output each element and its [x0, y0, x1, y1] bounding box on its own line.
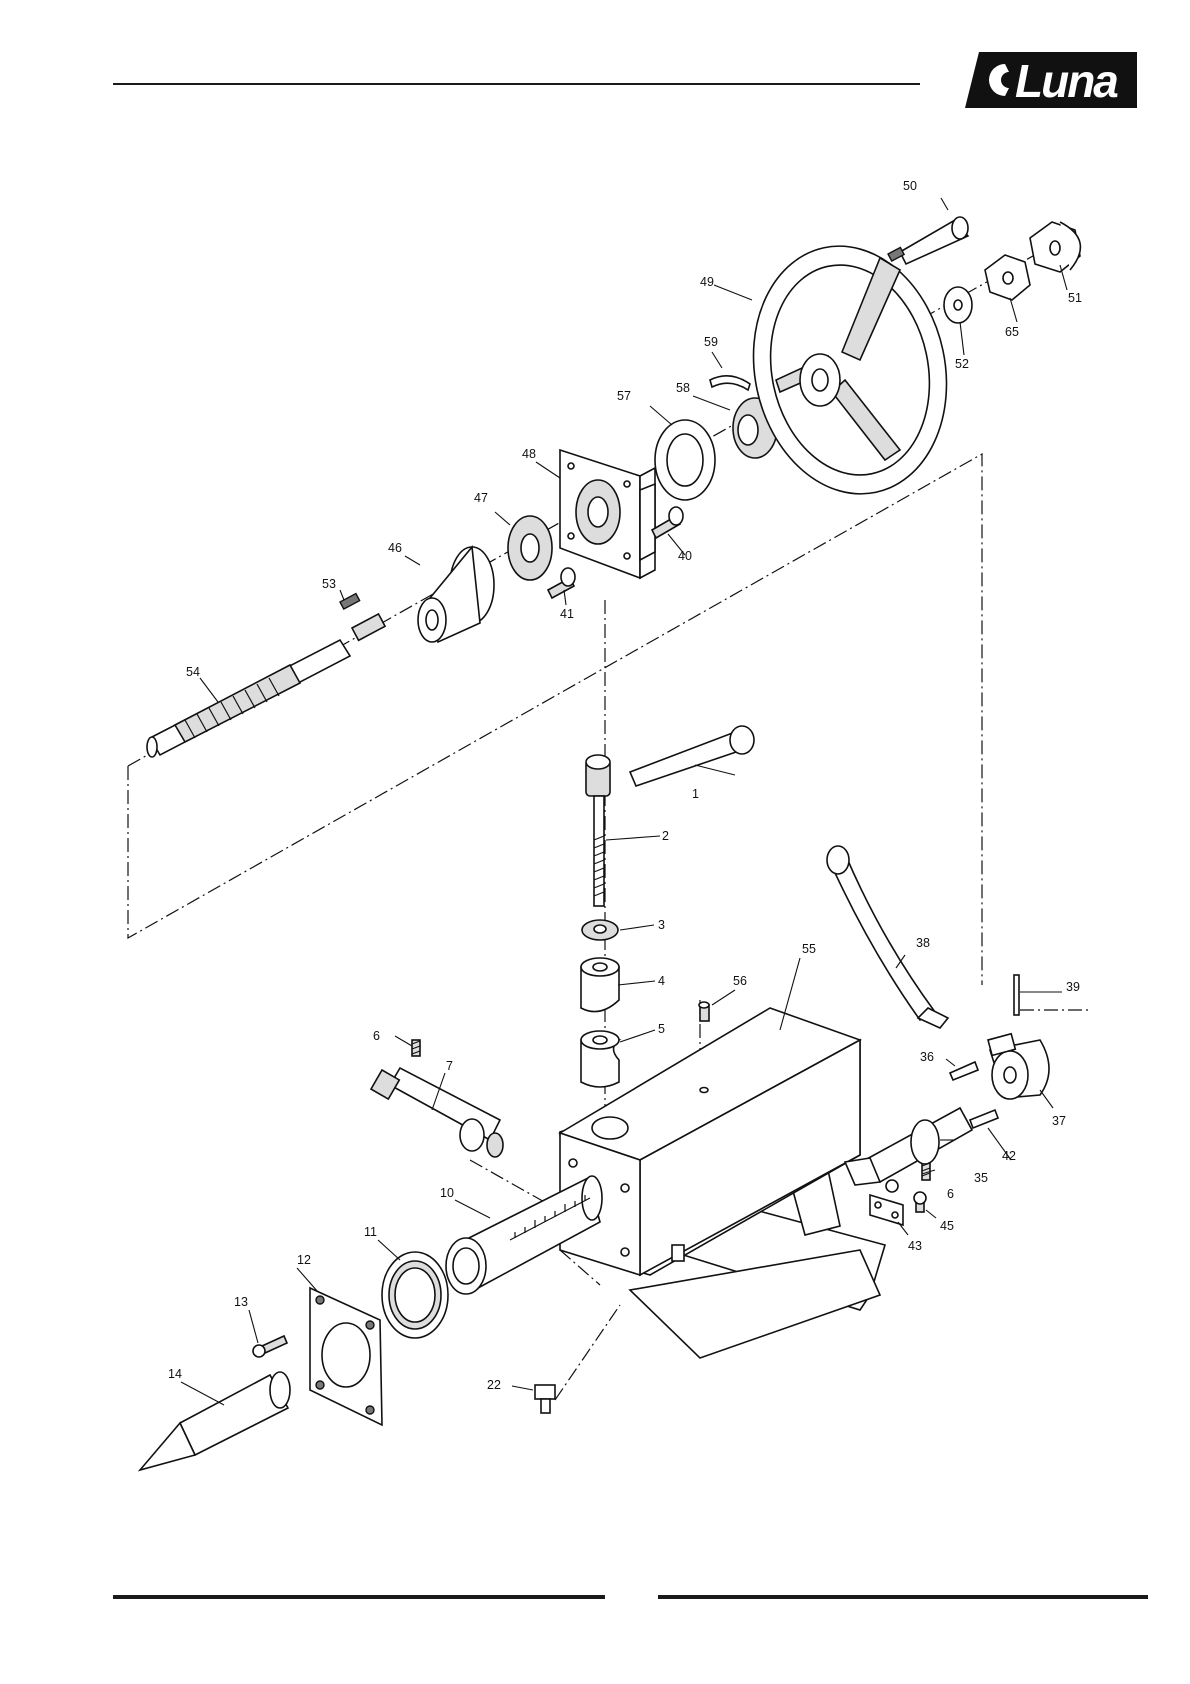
label-part-3: 3 — [658, 918, 665, 932]
label-part-49: 49 — [700, 275, 714, 289]
part-54-leadscrew — [147, 614, 385, 757]
label-part-4: 4 — [658, 974, 665, 988]
part-13-screw — [253, 1336, 287, 1357]
label-part-59: 59 — [704, 335, 718, 349]
label-part-45: 45 — [940, 1219, 954, 1233]
part-49-handwheel — [731, 228, 969, 512]
label-part-5: 5 — [658, 1022, 665, 1036]
part-43-screw-head — [886, 1180, 898, 1192]
label-part-58: 58 — [676, 381, 690, 395]
label-part-42: 42 — [1002, 1149, 1016, 1163]
part-52-washer — [944, 287, 972, 323]
label-part-1: 1 — [692, 787, 699, 801]
label-part-2: 2 — [662, 829, 669, 843]
part-37-eccentric — [988, 1034, 1049, 1099]
label-part-51: 51 — [1068, 291, 1082, 305]
part-14-live-center — [140, 1372, 290, 1470]
part-50-handle — [888, 217, 968, 264]
part-41-screw — [548, 568, 575, 598]
part-1-clamp-lever — [586, 726, 754, 796]
label-part-46: 46 — [388, 541, 402, 555]
label-part-65: 65 — [1005, 325, 1019, 339]
label-part-38: 38 — [916, 936, 930, 950]
label-part-6-left: 6 — [373, 1029, 380, 1043]
part-5-clamp-block — [581, 1031, 619, 1087]
part-22-key — [535, 1385, 555, 1413]
part-46-bushing — [418, 547, 494, 642]
label-part-53: 53 — [322, 577, 336, 591]
part-35-eccentric-shaft — [845, 1108, 972, 1185]
part-7-locking-shaft — [371, 1068, 503, 1157]
label-part-57: 57 — [617, 389, 631, 403]
part-43-plate — [870, 1195, 903, 1225]
part-2-bolt — [594, 796, 604, 906]
part-3-washer — [582, 920, 618, 940]
part-65-nut — [985, 255, 1030, 300]
part-45-screw — [914, 1192, 926, 1212]
label-part-47: 47 — [474, 491, 488, 505]
part-47-bearing — [508, 516, 552, 580]
part-6-screw-left — [412, 1040, 420, 1056]
label-part-35: 35 — [974, 1171, 988, 1185]
label-part-43: 43 — [908, 1239, 922, 1253]
label-part-36: 36 — [920, 1050, 934, 1064]
part-42-pin — [970, 1110, 998, 1128]
label-part-48: 48 — [522, 447, 536, 461]
label-part-54: 54 — [186, 665, 200, 679]
label-part-22: 22 — [487, 1378, 501, 1392]
label-part-40: 40 — [678, 549, 692, 563]
label-part-11: 11 — [364, 1225, 377, 1239]
label-part-39: 39 — [1066, 980, 1080, 994]
part-40-screw — [652, 507, 683, 538]
label-part-52: 52 — [955, 357, 969, 371]
part-51-cap-nut — [1030, 222, 1080, 272]
part-48-flange — [560, 450, 655, 578]
part-53-key — [340, 594, 360, 610]
part-57-dial-ring — [655, 420, 715, 500]
label-part-14: 14 — [168, 1367, 182, 1381]
label-part-13: 13 — [234, 1295, 248, 1309]
label-part-6-right: 6 — [947, 1187, 954, 1201]
label-part-37: 37 — [1052, 1114, 1066, 1128]
part-11-ring — [382, 1252, 448, 1338]
label-part-50: 50 — [903, 179, 917, 193]
label-part-56: 56 — [733, 974, 747, 988]
part-12-flange-plate — [310, 1288, 382, 1425]
label-part-7: 7 — [446, 1059, 453, 1073]
part-59-spring — [710, 376, 750, 390]
label-part-10: 10 — [440, 1186, 454, 1200]
label-part-41: 41 — [560, 607, 574, 621]
part-4-clamp-sleeve — [581, 958, 619, 1012]
label-part-12: 12 — [297, 1253, 311, 1267]
label-part-55: 55 — [802, 942, 816, 956]
